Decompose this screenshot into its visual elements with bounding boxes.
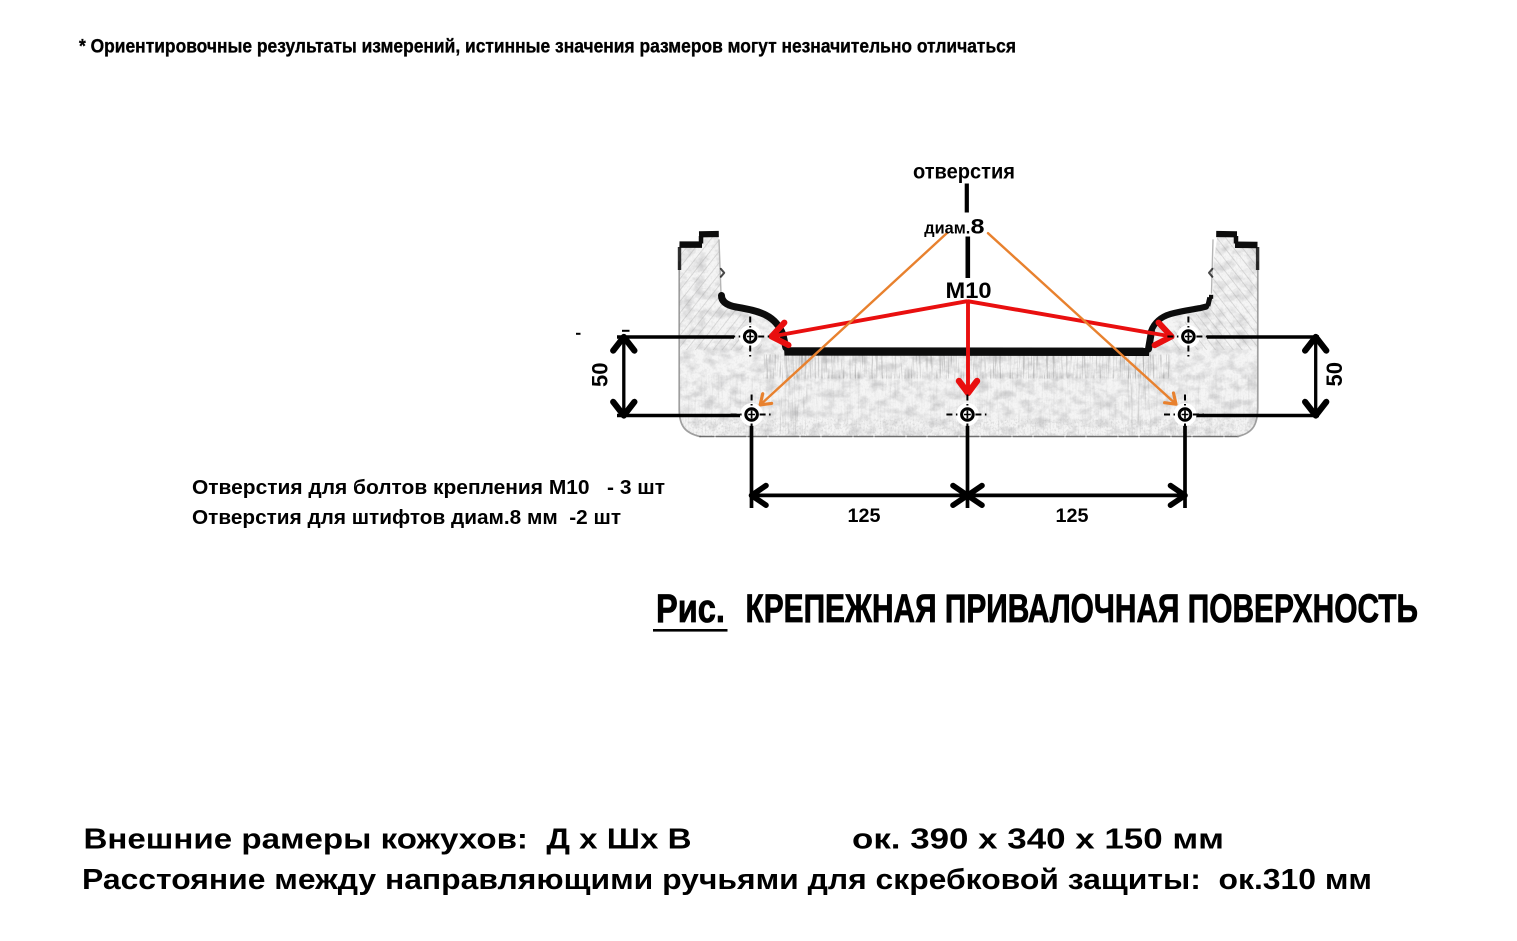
svg-text:8: 8: [971, 216, 985, 239]
svg-text:Внешние рамеры кожухов: Д х Ш: Внешние рамеры кожухов: Д х Шх В: [84, 823, 692, 855]
svg-text:* Ориентировочные результаты и: * Ориентировочные результаты измерений, …: [79, 36, 1016, 58]
svg-text:КРЕПЕЖНАЯ ПРИВАЛОЧНАЯ ПОВЕРХНО: КРЕПЕЖНАЯ ПРИВАЛОЧНАЯ ПОВЕРХНОСТЬ: [746, 587, 1419, 631]
svg-text:125: 125: [1056, 505, 1089, 527]
svg-text:Расстояние между направляющими: Расстояние между направляющими ручьями д…: [82, 864, 1372, 896]
svg-text:Отверстия для болтов крепления: Отверстия для болтов крепления М10 - 3 ш…: [192, 477, 665, 499]
svg-text:50: 50: [588, 363, 613, 388]
svg-text:Отверстия для штифтов диам.8 м: Отверстия для штифтов диам.8 мм -2 шт: [192, 507, 621, 529]
svg-text:ок. 390 х 340 х 150 мм: ок. 390 х 340 х 150 мм: [852, 823, 1224, 855]
svg-text:125: 125: [848, 505, 881, 527]
svg-text:диам.: диам.: [924, 220, 970, 238]
svg-text:М10: М10: [946, 278, 992, 303]
svg-text:50: 50: [1322, 362, 1347, 387]
svg-text:Рис.: Рис.: [656, 587, 725, 631]
svg-text:отверстия: отверстия: [913, 161, 1015, 184]
